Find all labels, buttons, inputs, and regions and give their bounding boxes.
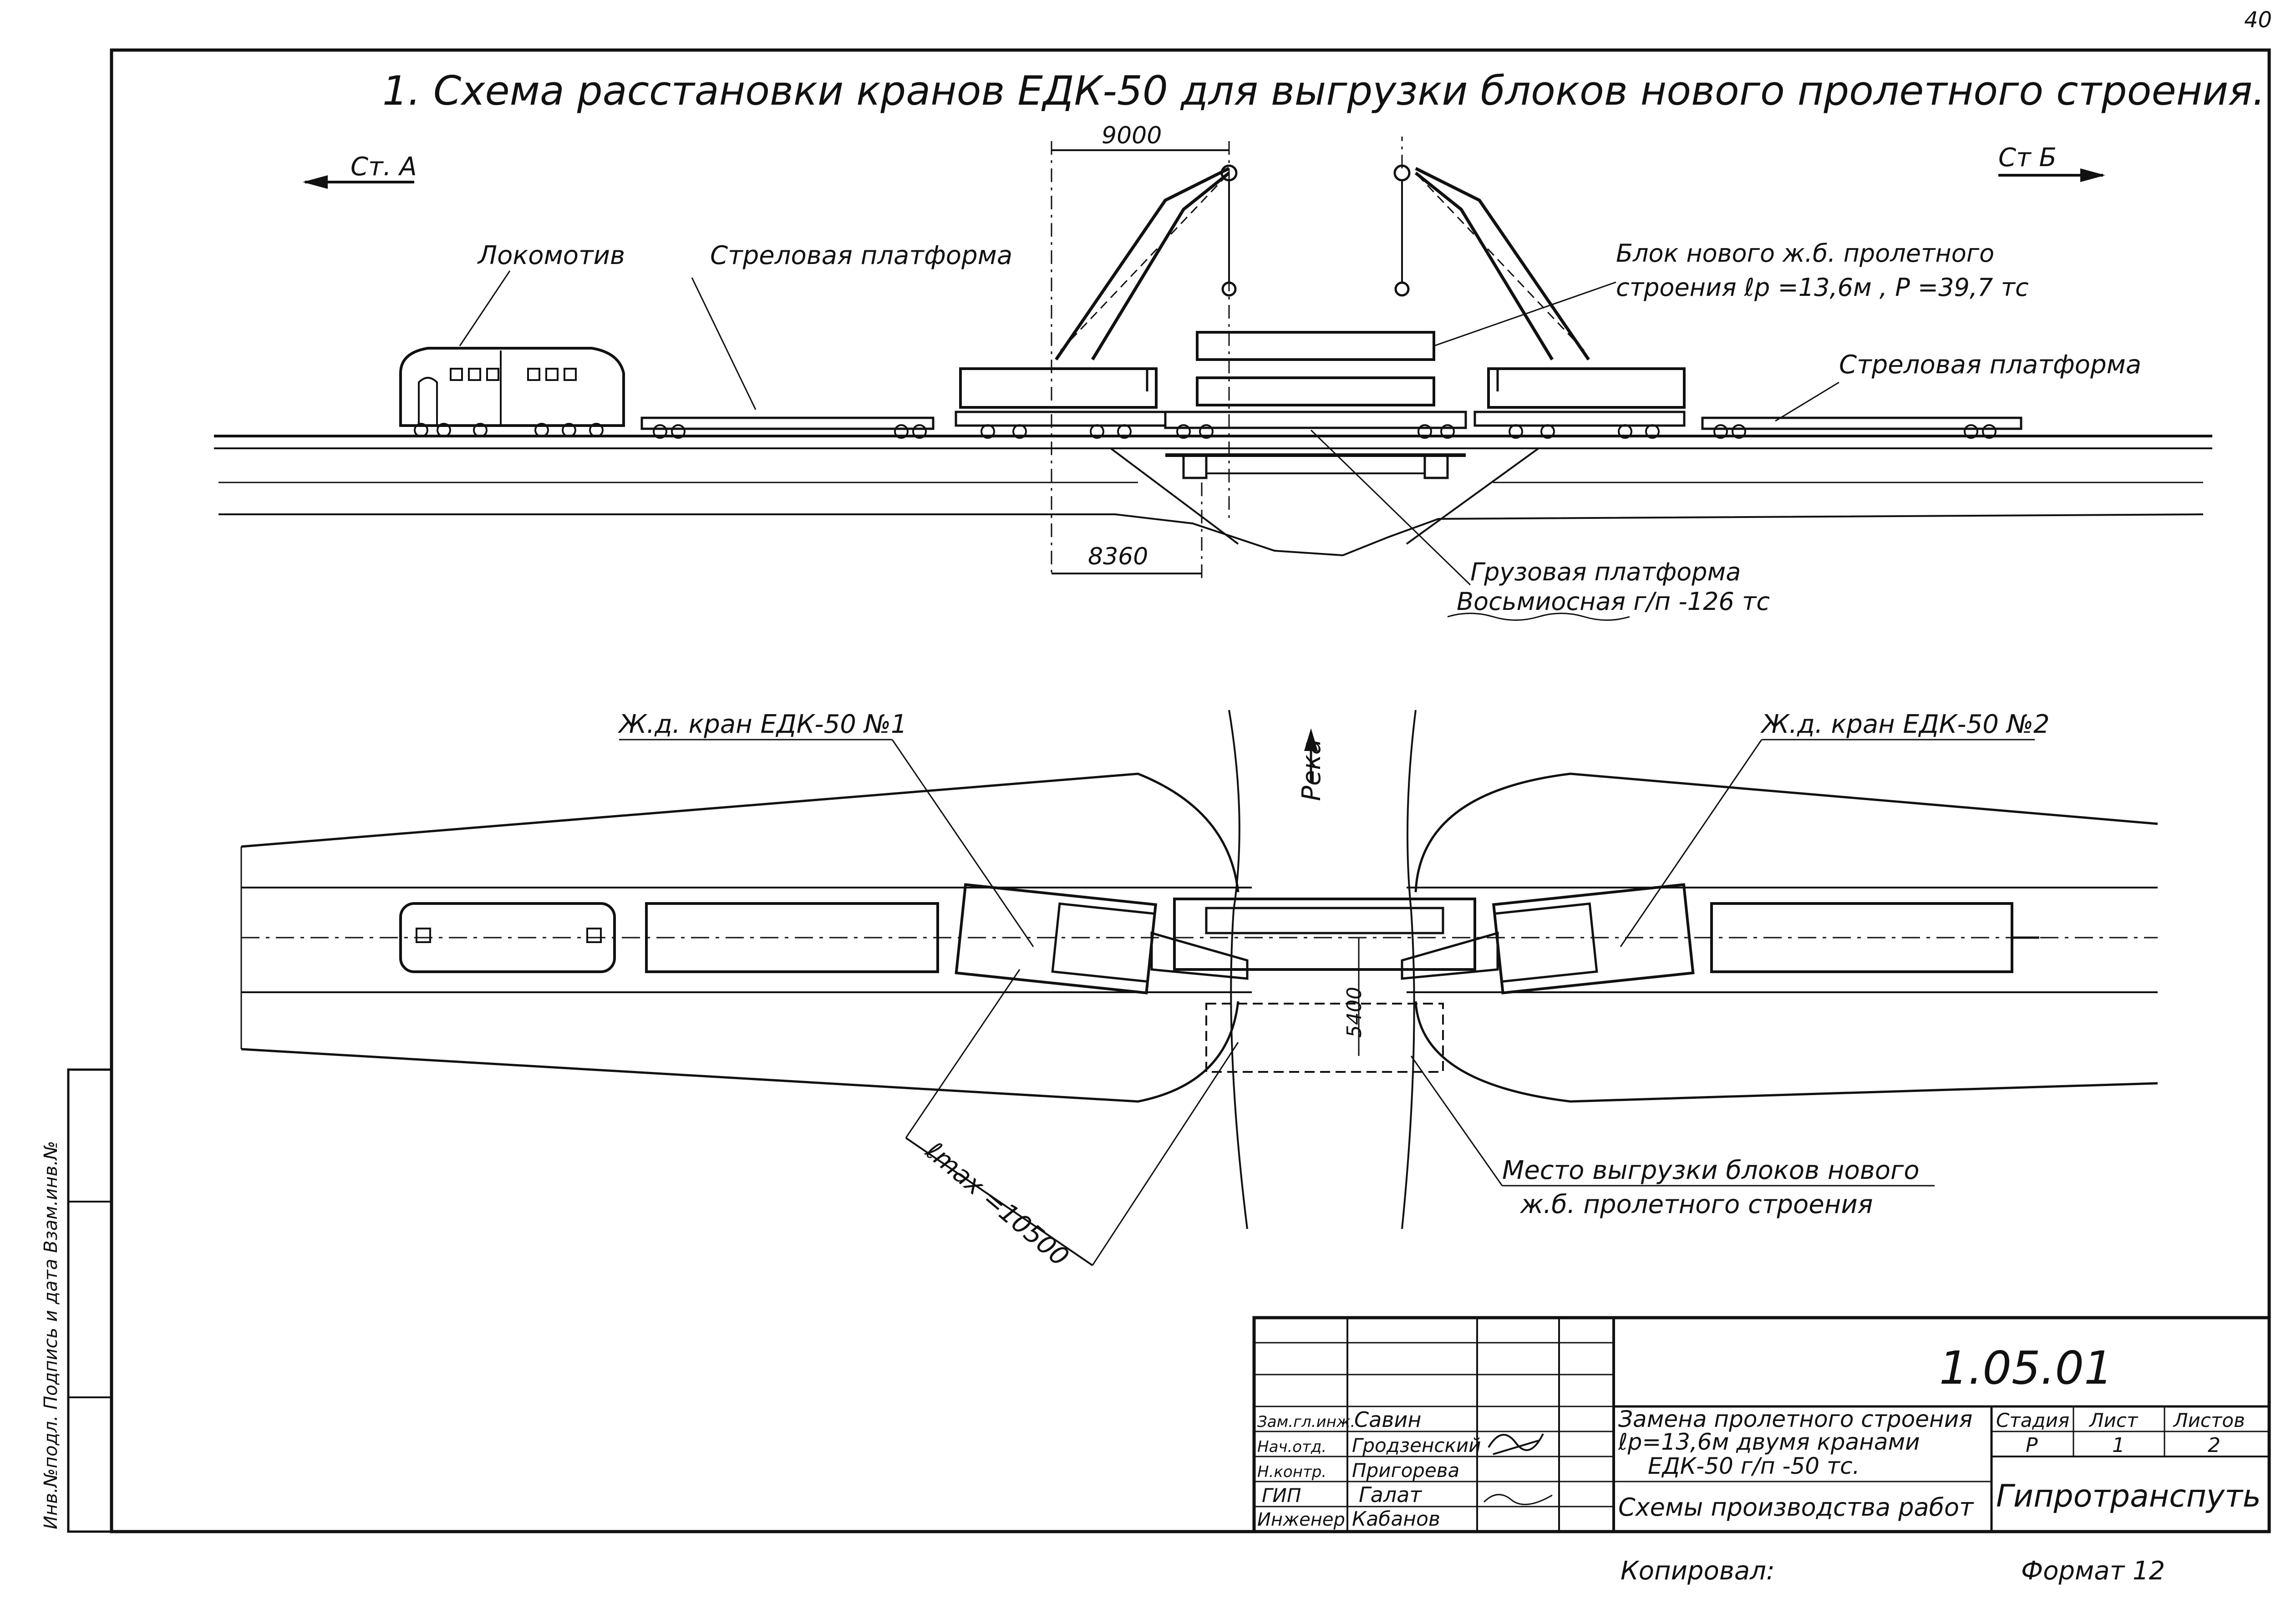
lmax-label: ℓmax =10500 [920,1136,1074,1272]
sheets-value: 2 [2208,1434,2220,1457]
cargo-platform-line2: Восьмиосная г/п -126 тс [1457,587,1770,616]
role-5: Инженер [1257,1509,1345,1530]
name-4: Галат [1359,1482,1422,1507]
dimension-5400: 5400 [1343,987,1366,1038]
copied-by-label: Копировал: [1621,1556,1775,1586]
plan-view: Река Ж.д. кран ЕДК-50 №1 Ж.д. кран ЕД [240,710,2158,1272]
description-line1: Замена пролетного строения [1618,1406,1972,1432]
stage-label: Стадия [1996,1409,2069,1431]
boom-platform-left-label: Стреловая платформа [710,241,1012,270]
crane-2-elevation [1393,137,1686,439]
description-line2: ℓр=13,6м двумя кранами [1618,1429,1920,1455]
sheet-frame [67,48,2271,1533]
page-number: 40 [2244,7,2272,33]
sheets-label: Листов [2173,1409,2245,1431]
unloading-line1: Место выгрузки блоков нового [1502,1156,1920,1185]
role-1: Зам.гл.инж. [1257,1413,1355,1431]
drawing-title: 1. Схема расстановки кранов ЕДК-50 для в… [382,67,2265,114]
name-1: Савин [1354,1407,1421,1432]
locomotive-label: Локомотив [477,241,625,270]
organization: Гипротранспуть [1996,1478,2261,1514]
format-label: Формат 12 [2021,1556,2165,1586]
sheet-value: 1 [2112,1434,2125,1457]
sheet-name: Схемы производства работ [1618,1493,1974,1522]
title-block: 1.05.01 Зам.гл.инж. Нач.отд. Н.контр. ГИ… [1252,1316,2271,1533]
role-4: ГИП [1262,1484,1301,1507]
signature-mark [1488,1433,1544,1455]
crane-1-label: Ж.д. кран ЕДК-50 №1 [618,710,907,739]
dimension-9000: 9000 [1102,122,1162,149]
elevation-view: Ст. А Ст Б 9000 [214,122,2212,621]
name-2: Гродзенский [1352,1434,1481,1457]
locomotive-drawing [399,347,625,437]
stage-value: Р [2026,1434,2038,1457]
unloading-line2: ж.б. пролетного строения [1519,1190,1873,1219]
name-3: Пригорева [1352,1459,1459,1482]
drawing-code: 1.05.01 [1939,1341,2113,1395]
signature-mark-2 [1483,1494,1553,1505]
crane-2-plan [1401,883,1695,995]
river-label: Река [1297,739,1326,801]
name-5: Кабанов [1352,1507,1440,1531]
description-line3: ЕДК-50 г/п -50 тс. [1648,1453,1859,1479]
boom-platform-right-label: Стреловая платформа [1839,350,2141,380]
cargo-platform-line1: Грузовая платформа [1470,558,1741,586]
role-2: Нач.отд. [1257,1438,1326,1456]
block-label-line2: строения ℓр =13,6м , Р =39,7 тс [1616,273,2029,302]
dimension-8360: 8360 [1088,543,1148,570]
station-b-label: Ст Б [1998,143,2057,173]
crane-1-elevation [955,164,1238,439]
block-label-line1: Блок нового ж.б. пролетного [1616,239,1994,268]
crane-1-plan [955,883,1249,995]
side-stamp: Инв.№подл. Подпись и дата Взам.инв.№ [41,1141,61,1529]
sheet-label: Лист [2088,1409,2139,1431]
station-a-label: Ст. А [351,152,417,182]
role-3: Н.контр. [1257,1463,1326,1481]
crane-2-label: Ж.д. кран ЕДК-50 №2 [1760,710,2050,739]
